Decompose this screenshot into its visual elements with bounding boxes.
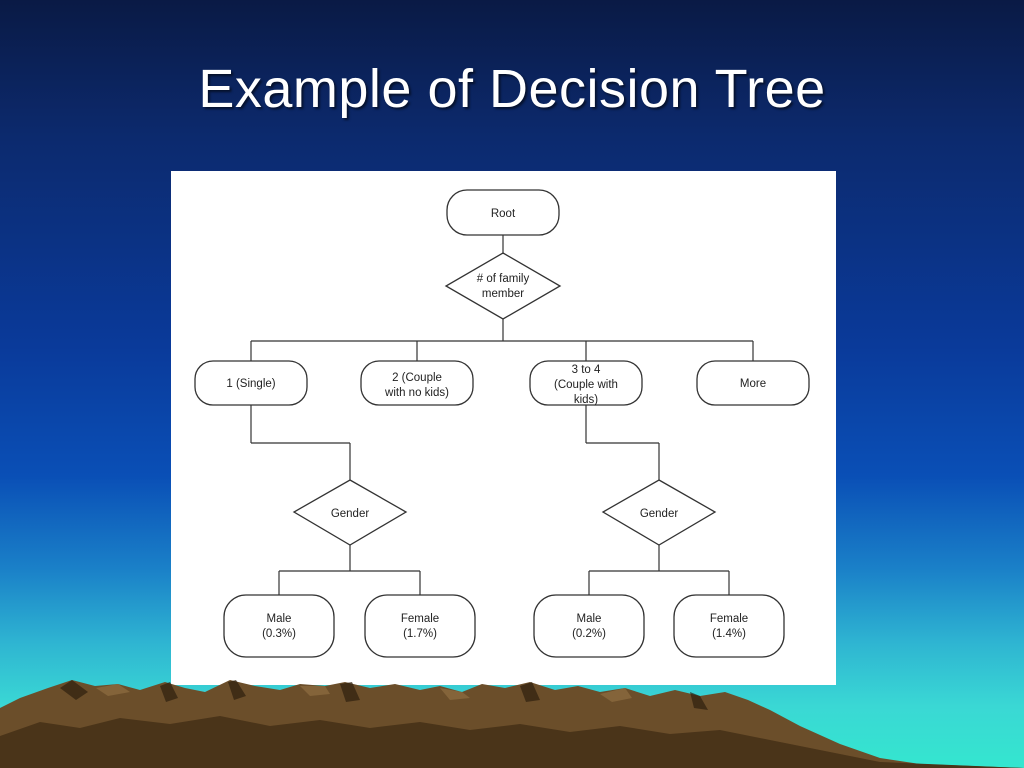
- branch-couple-no-kids-line-1: 2 (Couple: [392, 372, 442, 384]
- root-label: Root: [491, 208, 516, 220]
- leaf-node-right-female: Female (1.4%): [673, 594, 785, 658]
- mountain-landscape: [0, 680, 1024, 768]
- branch-couple-with-kids-line-1: 3 to 4: [572, 364, 601, 376]
- gender-left-label: Gender: [331, 508, 370, 520]
- leaf-node-right-male: Male (0.2%): [533, 594, 645, 658]
- branch-couple-no-kids-line-2: with no kids): [384, 387, 449, 399]
- leaf-right-male-line-1: Male: [577, 613, 602, 625]
- decision-tree-canvas: Root # of family member 1 (Single) 2 (Co…: [194, 189, 810, 658]
- branch-more-label: More: [740, 378, 766, 390]
- gender-right-label: Gender: [640, 508, 679, 520]
- decision-tree-diagram: Root # of family member 1 (Single) 2 (Co…: [171, 171, 836, 685]
- leaf-left-male-line-2: (0.3%): [262, 628, 296, 640]
- family-member-decision-node: # of family member: [444, 252, 562, 320]
- gender-decision-node-right: Gender: [601, 479, 717, 546]
- leaf-right-female-line-2: (1.4%): [712, 628, 746, 640]
- leaf-left-female-line-1: Female: [401, 613, 439, 625]
- tree-connectors: [250, 235, 754, 595]
- leaf-right-male-line-2: (0.2%): [572, 628, 606, 640]
- branch-node-single: 1 (Single): [194, 360, 308, 406]
- branch-couple-with-kids-line-2: (Couple with: [554, 379, 618, 391]
- root-node: Root: [446, 189, 560, 236]
- leaf-left-female-line-2: (1.7%): [403, 628, 437, 640]
- branch-node-more: More: [696, 360, 810, 406]
- branch-couple-with-kids-line-3: kids): [574, 394, 598, 406]
- family-decision-label-line-2: member: [482, 288, 524, 300]
- leaf-node-left-male: Male (0.3%): [223, 594, 335, 658]
- gender-decision-node-left: Gender: [292, 479, 408, 546]
- branch-node-couple-with-kids: 3 to 4 (Couple with kids): [529, 360, 643, 406]
- branch-node-couple-no-kids: 2 (Couple with no kids): [360, 360, 474, 406]
- leaf-right-female-line-1: Female: [710, 613, 748, 625]
- leaf-left-male-line-1: Male: [267, 613, 292, 625]
- slide-title: Example of Decision Tree: [198, 59, 826, 119]
- leaf-node-left-female: Female (1.7%): [364, 594, 476, 658]
- branch-single-label: 1 (Single): [226, 378, 275, 390]
- family-decision-label-line-1: # of family: [477, 273, 530, 285]
